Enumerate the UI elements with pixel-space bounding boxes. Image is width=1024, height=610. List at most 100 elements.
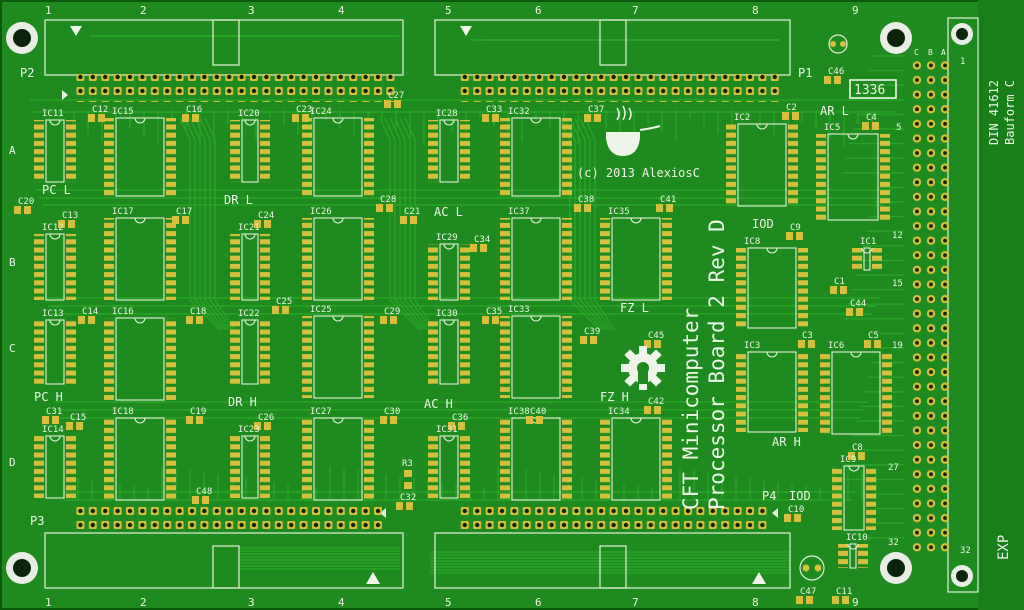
din-pin-12: 12 bbox=[892, 231, 903, 241]
block-fz-h: FZ H bbox=[600, 390, 629, 404]
capacitor-designator: C44 bbox=[850, 299, 866, 309]
capacitor-designator: C30 bbox=[384, 407, 400, 417]
din-col-a: A bbox=[941, 48, 946, 57]
capacitor-designator: C29 bbox=[384, 307, 400, 317]
ic-designator: IC5 bbox=[824, 123, 840, 133]
silkscreen-text: 1 2 3 4 5 6 7 8 9 1 2 3 4 5 6 7 8 9 A B … bbox=[9, 4, 1017, 609]
capacitor-designator: C28 bbox=[380, 195, 396, 205]
capacitor-designator: C26 bbox=[258, 413, 274, 423]
capacitor-designator: C40 bbox=[530, 407, 546, 417]
col-num-bottom-4: 4 bbox=[338, 596, 345, 609]
ic-designator: IC25 bbox=[310, 305, 332, 315]
capacitor-designator: C2 bbox=[786, 103, 797, 113]
din-pin-1: 1 bbox=[960, 57, 965, 67]
capacitor-designator: C21 bbox=[404, 207, 420, 217]
board-title-line2: Processor Board 2 Rev D bbox=[705, 219, 729, 510]
capacitor-designator: C48 bbox=[196, 487, 212, 497]
connector-p4: P4 bbox=[762, 489, 776, 503]
ic-designator: IC22 bbox=[238, 309, 260, 319]
col-num-top-8: 8 bbox=[752, 4, 759, 17]
block-ac-h: AC H bbox=[424, 397, 453, 411]
capacitor-designator: C16 bbox=[186, 105, 202, 115]
din-pin-27: 27 bbox=[888, 463, 899, 473]
capacitor-designator: C36 bbox=[452, 413, 468, 423]
ic-designator: IC13 bbox=[42, 309, 64, 319]
connector-p4-iod: IOD bbox=[789, 489, 811, 503]
ic-designator: IC1 bbox=[860, 237, 876, 247]
open-hardware-gear-icon bbox=[621, 346, 665, 390]
capacitor-designator: C18 bbox=[190, 307, 206, 317]
capacitor-designator: C27 bbox=[388, 91, 404, 101]
capacitor-designator: C12 bbox=[92, 105, 108, 115]
header-pin-rows bbox=[74, 74, 782, 534]
col-num-top-7: 7 bbox=[632, 4, 639, 17]
din-col-b: B bbox=[928, 48, 933, 57]
capacitor-designator: C24 bbox=[258, 211, 274, 221]
din-form-label: Bauform C bbox=[1003, 80, 1017, 145]
capacitor-designator: C41 bbox=[660, 195, 676, 205]
ic-designator: IC11 bbox=[42, 109, 64, 119]
ic-designator: IC10 bbox=[846, 533, 868, 543]
ic-designator: IC27 bbox=[310, 407, 332, 417]
capacitor-designator: C23 bbox=[296, 105, 312, 115]
col-num-top-2: 2 bbox=[140, 4, 147, 17]
coffee-cup-icon bbox=[606, 105, 661, 156]
capacitor-designator: C10 bbox=[788, 505, 804, 515]
connector-p1: P1 bbox=[798, 66, 812, 80]
capacitor-designator: C17 bbox=[176, 207, 192, 217]
col-num-bottom-8: 8 bbox=[752, 596, 759, 609]
ic-designator: IC16 bbox=[112, 307, 134, 317]
capacitor-designator: C46 bbox=[828, 67, 844, 77]
ic-designator: IC8 bbox=[744, 237, 760, 247]
block-ar-h: AR H bbox=[772, 435, 801, 449]
col-num-bottom-2: 2 bbox=[140, 596, 147, 609]
row-letter-d: D bbox=[9, 456, 16, 469]
block-fz-l: FZ L bbox=[620, 301, 649, 315]
capacitor-designator: C15 bbox=[70, 413, 86, 423]
board-title-line1: CFT Minicomputer bbox=[679, 308, 703, 510]
capacitor-designator: C20 bbox=[18, 197, 34, 207]
capacitor-designator: C47 bbox=[800, 587, 816, 597]
row-letter-b: B bbox=[9, 256, 16, 269]
block-dr-l: DR L bbox=[224, 193, 253, 207]
block-ac-l: AC L bbox=[434, 205, 463, 219]
ic-designator: IC30 bbox=[436, 309, 458, 319]
din-pin-32-left: 32 bbox=[888, 538, 899, 548]
capacitor-designator: C34 bbox=[474, 235, 490, 245]
col-num-bottom-3: 3 bbox=[248, 596, 255, 609]
ic-designator: IC33 bbox=[508, 305, 530, 315]
ic-designator: IC9 bbox=[840, 455, 856, 465]
din-pin-15: 15 bbox=[892, 279, 903, 289]
din-pin-19: 19 bbox=[892, 341, 903, 351]
connector-pin1-markers bbox=[62, 26, 778, 584]
capacitor-designator: C9 bbox=[790, 223, 801, 233]
exp-label: EXP bbox=[996, 535, 1012, 560]
ic-designator: IC24 bbox=[310, 107, 332, 117]
din-col-c: C bbox=[914, 48, 919, 57]
ic-designator: IC34 bbox=[608, 407, 630, 417]
col-num-bottom-7: 7 bbox=[632, 596, 639, 609]
connector-p3: P3 bbox=[30, 514, 44, 528]
ic-designator: IC12 bbox=[42, 223, 64, 233]
col-num-bottom-6: 6 bbox=[535, 596, 542, 609]
capacitor-designator: C4 bbox=[866, 113, 877, 123]
din-pin-5: 5 bbox=[896, 123, 901, 133]
ic-designator: IC31 bbox=[436, 425, 458, 435]
col-num-bottom-5: 5 bbox=[445, 596, 452, 609]
resistor-designator: R3 bbox=[402, 459, 413, 469]
ic-designator: IC3 bbox=[744, 341, 760, 351]
capacitor-designator: C1 bbox=[834, 277, 845, 287]
board-code: 1336 bbox=[854, 83, 885, 98]
ic-packages bbox=[14, 76, 892, 604]
capacitor-designator: C38 bbox=[578, 195, 594, 205]
ic-designator: IC15 bbox=[112, 107, 134, 117]
din-standard-label: DIN 41612 bbox=[987, 80, 1001, 145]
capacitor-designator: C35 bbox=[486, 307, 502, 317]
col-num-top-1: 1 bbox=[45, 4, 52, 17]
col-num-top-4: 4 bbox=[338, 4, 345, 17]
col-num-top-5: 5 bbox=[445, 4, 452, 17]
capacitor-designator: C31 bbox=[46, 407, 62, 417]
ic-designator: IC18 bbox=[112, 407, 134, 417]
capacitor-designator: C14 bbox=[82, 307, 98, 317]
